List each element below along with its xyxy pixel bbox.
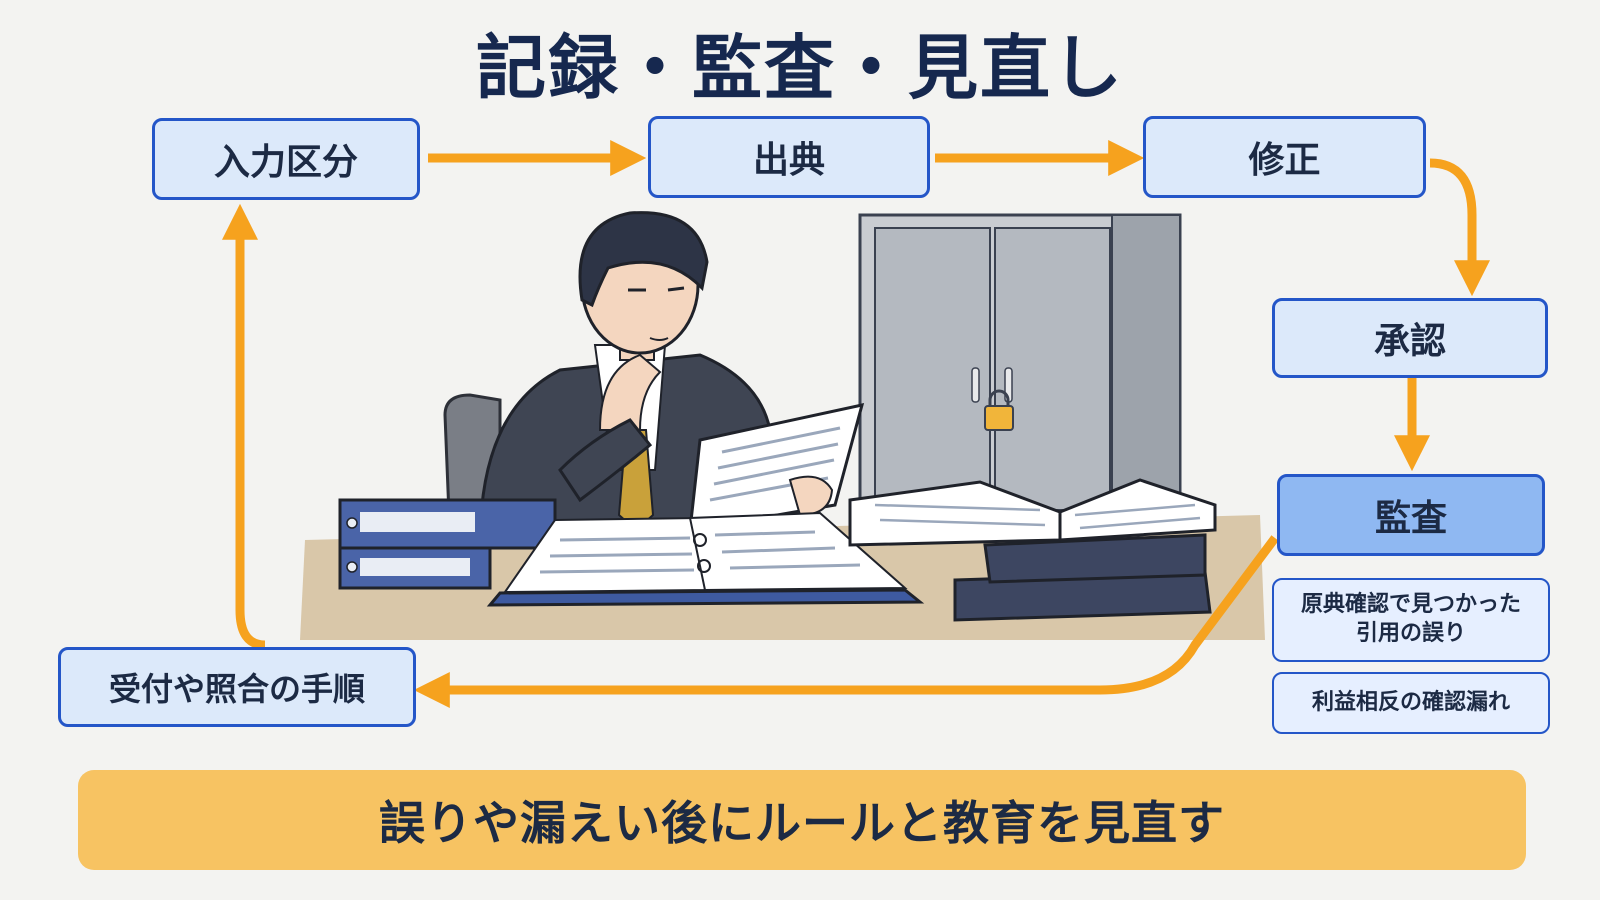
padlock-icon [984, 389, 1014, 431]
binder-stack [338, 498, 557, 590]
step-source: 出典 [648, 116, 930, 198]
step-audit: 監査 [1277, 474, 1545, 556]
review-banner: 誤りや漏えい後にルールと教育を見直す [78, 770, 1526, 870]
flow-arrows [222, 140, 1490, 708]
step-input-category: 入力区分 [152, 118, 420, 200]
audit-finding-citation-error: 原典確認で見つかった 引用の誤り [1272, 578, 1550, 662]
arrow-audit-to-procedure [413, 535, 1279, 708]
audit-finding-conflict-of-interest: 利益相反の確認漏れ [1272, 672, 1550, 734]
document-sheet [688, 403, 865, 532]
step-approval: 承認 [1272, 298, 1548, 378]
open-binder [486, 511, 925, 607]
arrow-procedure-to-input [222, 203, 266, 650]
step-correction: 修正 [1143, 116, 1426, 198]
book-stack [848, 478, 1217, 622]
arrow-correction-to-approval [1429, 158, 1490, 297]
cabinet [858, 213, 1182, 517]
page-title: 記録・監査・見直し [476, 27, 1124, 109]
step-procedure: 受付や照合の手順 [58, 647, 416, 727]
